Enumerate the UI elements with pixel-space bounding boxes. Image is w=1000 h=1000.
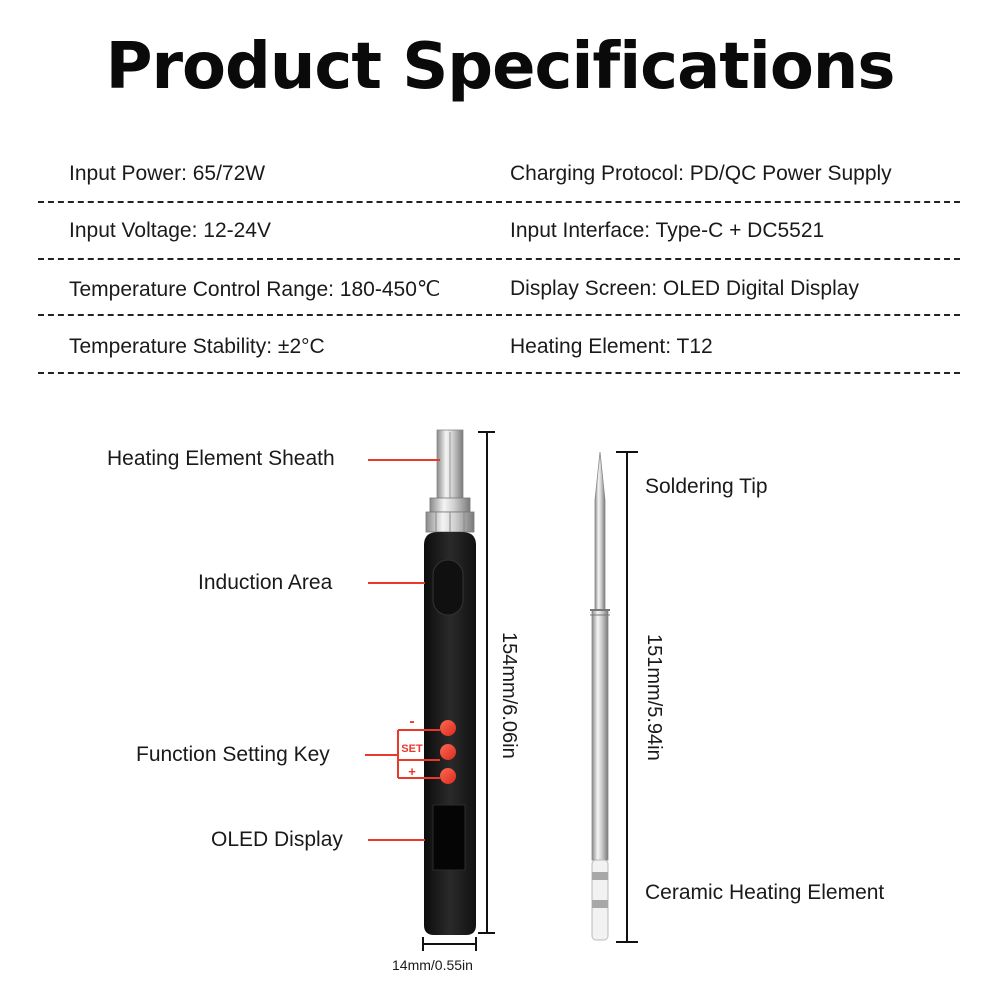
minus-label: - — [409, 713, 414, 730]
iron-length-dimension — [478, 431, 495, 934]
label-function-setting-key: Function Setting Key — [136, 743, 330, 766]
spec-divider — [38, 314, 960, 316]
set-label: SET — [401, 743, 423, 755]
page-title: Product Specifications — [105, 30, 896, 104]
spec-divider — [38, 201, 960, 203]
spec-divider — [38, 372, 960, 374]
spec-heating-element: Heating Element: T12 — [510, 335, 713, 358]
spec-input-voltage: Input Voltage: 12-24V — [69, 219, 271, 242]
plus-button[interactable] — [440, 768, 456, 784]
label-induction-area: Induction Area — [198, 571, 333, 594]
heating-element-sheath — [436, 429, 464, 501]
soldering-tip — [590, 451, 610, 861]
spec-input-interface: Input Interface: Type-C + DC5521 — [510, 219, 825, 242]
iron-nut — [425, 497, 475, 533]
key-leader-lines — [365, 729, 440, 779]
ceramic-heating-element — [591, 859, 609, 941]
iron-width-dimension — [422, 937, 477, 951]
label-oled-display: OLED Display — [211, 828, 343, 851]
plus-label: + — [408, 764, 416, 779]
label-soldering-tip: Soldering Tip — [645, 475, 768, 498]
spec-divider — [38, 258, 960, 260]
spec-input-power: Input Power: 65/72W — [69, 162, 266, 185]
spec-charging-protocol: Charging Protocol: PD/QC Power Supply — [510, 162, 892, 185]
spec-display-screen: Display Screen: OLED Digital Display — [510, 277, 859, 300]
label-ceramic-heating-element: Ceramic Heating Element — [645, 881, 885, 904]
tip-length-dimension — [616, 451, 638, 943]
tip-length-label: 151mm/5.94in — [643, 634, 665, 761]
iron-width-label: 14mm/0.55in — [392, 957, 473, 973]
iron-length-label: 154mm/6.06in — [498, 632, 520, 759]
spec-temperature-range: Temperature Control Range: 180-450℃ — [69, 278, 441, 301]
set-button[interactable] — [440, 744, 456, 760]
spec-temperature-stability: Temperature Stability: ±2°C — [69, 335, 325, 358]
label-heating-element-sheath: Heating Element Sheath — [107, 447, 335, 470]
minus-button[interactable] — [440, 720, 456, 736]
